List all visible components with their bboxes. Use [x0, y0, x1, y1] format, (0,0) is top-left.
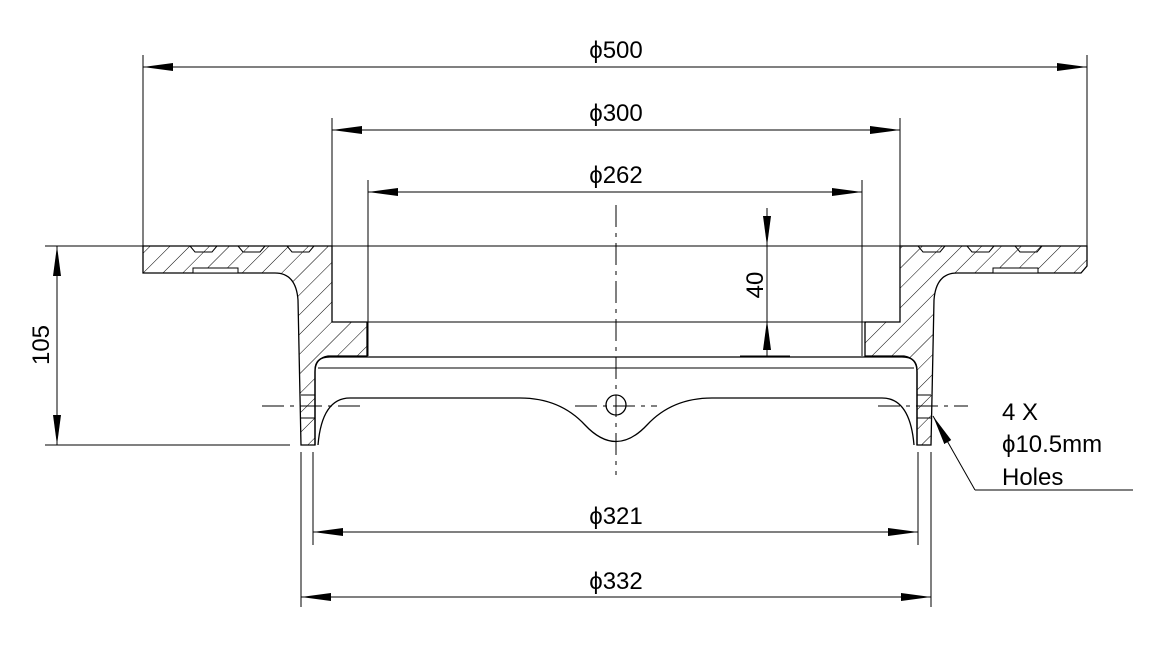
wall-holes: [301, 394, 931, 419]
extension-lines: [45, 55, 1088, 607]
dim-text-321: ϕ321: [589, 503, 642, 530]
body-section-left: [142, 245, 368, 446]
dim-text-500: ϕ500: [589, 37, 642, 64]
leader-arrow: [932, 415, 976, 491]
note-line-2: ϕ10.5mm: [1002, 431, 1102, 458]
dim-text-262: ϕ262: [589, 162, 642, 189]
body-section-right: [864, 245, 1088, 446]
dim-text-300: ϕ300: [589, 100, 642, 127]
dim-text-332: ϕ332: [589, 568, 642, 595]
note-line-3: Holes: [1002, 464, 1063, 491]
dim-text-105: 105: [28, 325, 55, 365]
dim-text-40: 40: [742, 272, 769, 299]
note-line-1: 4 X: [1002, 399, 1038, 426]
flange-recesses: [189, 245, 1043, 274]
